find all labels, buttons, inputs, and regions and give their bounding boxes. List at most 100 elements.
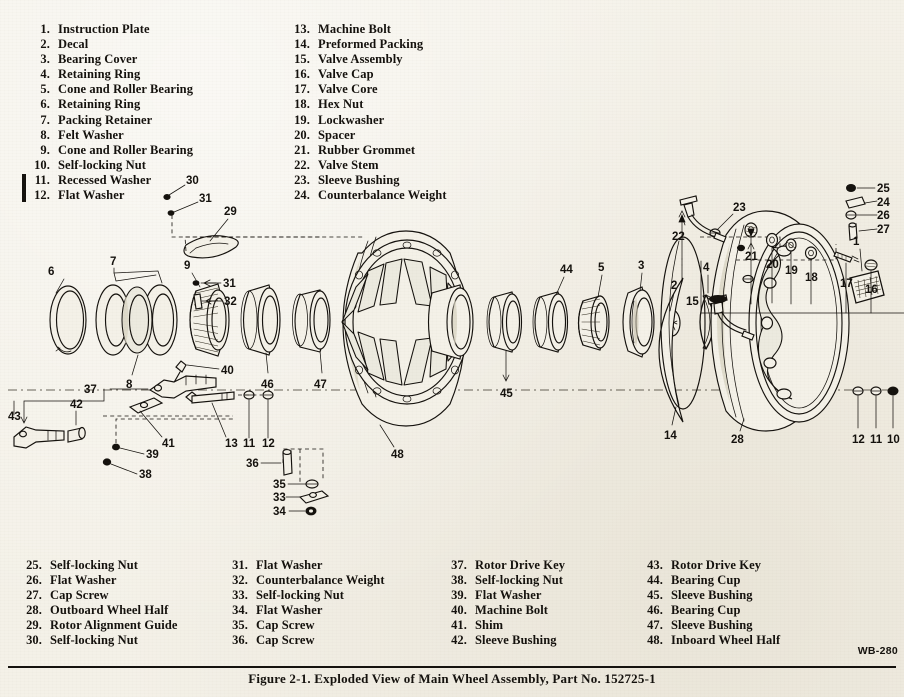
legend-item-gap — [50, 22, 58, 37]
legend-item-gap — [50, 52, 58, 67]
legend-item-number: 5. — [40, 82, 50, 97]
legend-item-gap — [467, 603, 475, 618]
legend-item-number: 30. — [26, 633, 42, 648]
legend-item-name: Outboard Wheel Half — [50, 603, 169, 618]
caption-rule — [8, 666, 896, 668]
legend-item-name: Sleeve Bushing — [475, 633, 557, 648]
legend-item-gap — [42, 573, 50, 588]
legend-item-name: Bearing Cover — [58, 52, 138, 67]
legend-item-name: Decal — [58, 37, 89, 52]
legend-item-number: 18. — [294, 97, 310, 112]
svg-text:21: 21 — [745, 251, 758, 263]
legend-item-number: 28. — [26, 603, 42, 618]
legend-item: 33. Self-locking Nut — [228, 588, 385, 603]
part-31-flat-washer-lower — [192, 280, 200, 286]
svg-text:46: 46 — [261, 379, 274, 391]
legend-item-gap — [467, 573, 475, 588]
legend-item: 12. Flat Washer — [30, 188, 193, 203]
legend-item-number: 2. — [40, 37, 50, 52]
legend-item-number: 14. — [294, 37, 310, 52]
legend-item-number: 17. — [294, 82, 310, 97]
svg-text:2: 2 — [671, 280, 677, 292]
legend-item: 36. Cap Screw — [228, 633, 385, 648]
legend-item-gap — [42, 558, 50, 573]
part-31-flat-washer-upper — [167, 210, 175, 216]
part-37-rotor-drive-key — [148, 374, 217, 399]
legend-item-name: Valve Core — [318, 82, 378, 97]
legend-item: 21. Rubber Grommet — [290, 143, 447, 158]
svg-text:18: 18 — [805, 272, 818, 284]
part-41-shim — [128, 397, 164, 414]
legend-item-gap — [663, 588, 671, 603]
part-32-counterbalance-weight — [193, 293, 203, 310]
part-3-bearing-cover — [622, 286, 655, 358]
assembly-guide-dashed-lines — [103, 215, 837, 485]
svg-text:12: 12 — [262, 438, 275, 450]
legend-item-number: 7. — [40, 112, 50, 127]
legend-item: 5. Cone and Roller Bearing — [30, 82, 193, 97]
legend-item-name: Machine Bolt — [475, 603, 549, 618]
legend-item-gap — [248, 558, 256, 573]
part-35-cap-screw — [305, 479, 319, 489]
valve-assembly-detail: 22 21 20 19 18 17 16 15 — [672, 195, 904, 341]
svg-text:10: 10 — [887, 434, 900, 446]
legend-item-number: 27. — [26, 588, 42, 603]
part-16-valve-cap — [864, 259, 878, 271]
legend-item-name: Inboard Wheel Half — [671, 633, 781, 648]
legend-item-number: 38. — [451, 573, 467, 588]
legend-item: 18. Hex Nut — [290, 97, 447, 112]
legend-item-number: 46. — [647, 603, 663, 618]
legend-item-number: 12. — [34, 188, 50, 203]
legend-item-name: Cone and Roller Bearing — [58, 142, 194, 157]
svg-text:40: 40 — [221, 365, 234, 377]
svg-text:26: 26 — [877, 210, 890, 222]
fastener-stack-upper-right — [845, 184, 866, 241]
legend-item-name: Sleeve Bushing — [671, 588, 753, 603]
legend-item-number: 11. — [34, 172, 50, 187]
legend-item-number: 42. — [451, 633, 467, 648]
legend-item-gap — [663, 558, 671, 573]
legend-item-name: Preformed Packing — [318, 37, 424, 52]
part-14-preformed-packing — [658, 236, 706, 423]
legend-item-number: 10. — [34, 157, 50, 172]
legend-item-number: 26. — [26, 573, 42, 588]
legend-item-name: Rotor Alignment Guide — [50, 618, 178, 633]
part-12-flat-washer — [262, 390, 274, 400]
legend-item-gap — [663, 573, 671, 588]
svg-text:22: 22 — [672, 231, 685, 243]
svg-text:37: 37 — [84, 384, 97, 396]
legend-item: 13. Machine Bolt — [290, 22, 447, 37]
part-33-self-locking-nut — [298, 490, 330, 504]
part-46-bearing-cup — [240, 284, 281, 356]
legend-item-name: Self-locking Nut — [256, 588, 345, 603]
svg-text:5: 5 — [598, 262, 605, 274]
legend-item-gap — [310, 158, 318, 173]
legend-item-name: Flat Washer — [256, 603, 323, 618]
legend-item-gap — [50, 158, 58, 173]
legend-item-name: Counterbalance Weight — [256, 573, 385, 588]
legend-item-gap — [42, 618, 50, 633]
legend-item: 25. Self-locking Nut — [22, 558, 178, 573]
svg-text:16: 16 — [865, 284, 878, 296]
legend-item: 16. Valve Cap — [290, 67, 447, 82]
svg-text:17: 17 — [840, 278, 853, 290]
legend-item-gap — [310, 37, 318, 52]
svg-text:4: 4 — [703, 262, 710, 274]
svg-text:42: 42 — [70, 399, 83, 411]
part-48-inboard-wheel-half — [341, 230, 474, 427]
svg-text:13: 13 — [225, 438, 238, 450]
svg-text:11: 11 — [243, 438, 256, 450]
legend-item: 40. Machine Bolt — [447, 603, 565, 618]
legend-item-gap — [467, 588, 475, 603]
legend-item: 48. Inboard Wheel Half — [643, 633, 780, 648]
legend-item-gap — [310, 22, 318, 37]
svg-text:25: 25 — [877, 183, 890, 195]
svg-text:34: 34 — [273, 506, 286, 518]
part-6-retaining-ring — [49, 285, 87, 355]
svg-text:43: 43 — [8, 411, 21, 423]
legend-item-name: Instruction Plate — [58, 22, 150, 36]
legend-item: 27. Cap Screw — [22, 588, 178, 603]
legend-item: 24. Counterbalance Weight — [290, 188, 447, 203]
legend-item-name: Flat Washer — [50, 573, 117, 588]
